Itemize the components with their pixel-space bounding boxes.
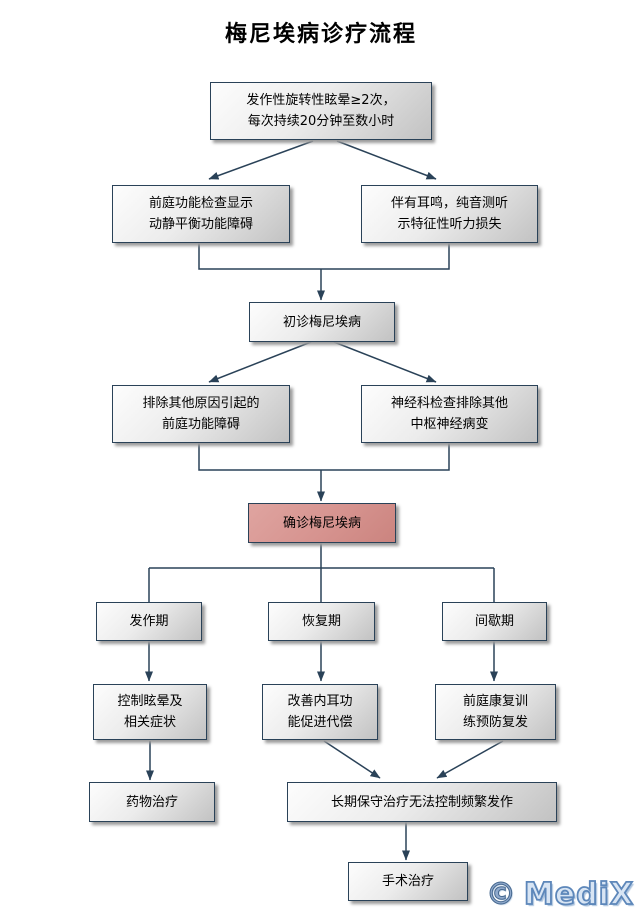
node-control-vertigo: 控制眩晕及 相关症状 xyxy=(93,684,207,740)
node-text: 长期保守治疗无法控制频繁发作 xyxy=(330,794,513,810)
node-text: 中枢神经病变 xyxy=(410,417,489,432)
node-drug-therapy: 药物治疗 xyxy=(89,782,215,822)
node-text: 前庭功能检查显示 xyxy=(148,196,253,211)
node-text: 初诊梅尼埃病 xyxy=(282,314,361,330)
node-text: 发作性旋转性眩晕≥2次， xyxy=(246,93,396,108)
medix-logo: © MediX xyxy=(485,877,634,910)
node-longterm-conservative: 长期保守治疗无法控制频繁发作 xyxy=(287,782,557,822)
node-text: 改善内耳功 xyxy=(287,694,353,709)
node-text: 前庭功能障碍 xyxy=(161,417,240,432)
node-text: 能促进代偿 xyxy=(287,715,353,730)
node-tinnitus: 伴有耳鸣，纯音测听 示特征性听力损失 xyxy=(361,185,538,243)
node-text: 练预防复发 xyxy=(462,715,528,730)
page-title: 梅尼埃病诊疗流程 xyxy=(224,22,417,47)
node-exclude-other-causes: 排除其他原因引起的 前庭功能障碍 xyxy=(112,385,290,443)
node-text: 动静平衡功能障碍 xyxy=(148,217,253,232)
node-text: 前庭康复训 xyxy=(462,694,528,709)
node-symptoms: 发作性旋转性眩晕≥2次， 每次持续20分钟至数小时 xyxy=(210,82,432,140)
node-attack-phase: 发作期 xyxy=(96,602,202,641)
node-text: 药物治疗 xyxy=(125,794,178,810)
node-neurology-check: 神经科检查排除其他 中枢神经病变 xyxy=(361,385,538,443)
node-text: 示特征性听力损失 xyxy=(397,217,502,232)
copyright-icon: © xyxy=(485,877,516,910)
node-text: 神经科检查排除其他 xyxy=(390,396,508,411)
node-text: 伴有耳鸣，纯音测听 xyxy=(390,196,508,211)
node-text: 手术治疗 xyxy=(381,874,434,889)
node-text: 每次持续20分钟至数小时 xyxy=(247,114,395,129)
node-vestibular: 前庭功能检查显示 动静平衡功能障碍 xyxy=(112,185,290,243)
node-text: 间歇期 xyxy=(474,614,514,629)
node-text: 恢复期 xyxy=(301,614,341,629)
node-text: 发作期 xyxy=(129,614,169,629)
node-text: 控制眩晕及 xyxy=(117,694,183,709)
node-recovery-phase: 恢复期 xyxy=(268,602,375,641)
node-improve-inner-ear: 改善内耳功 能促进代偿 xyxy=(262,684,378,740)
node-initial-diagnosis: 初诊梅尼埃病 xyxy=(249,302,395,342)
node-text: 相关症状 xyxy=(123,715,176,730)
node-text: 确诊梅尼埃病 xyxy=(282,515,361,531)
medix-logo-text: MediX xyxy=(523,877,634,910)
node-intermission-phase: 间歇期 xyxy=(442,602,547,641)
node-surgery: 手术治疗 xyxy=(348,862,468,901)
node-confirmed-diagnosis: 确诊梅尼埃病 xyxy=(248,503,396,543)
node-vestibular-rehab: 前庭康复训 练预防复发 xyxy=(435,684,556,740)
node-text: 排除其他原因引起的 xyxy=(142,396,260,411)
